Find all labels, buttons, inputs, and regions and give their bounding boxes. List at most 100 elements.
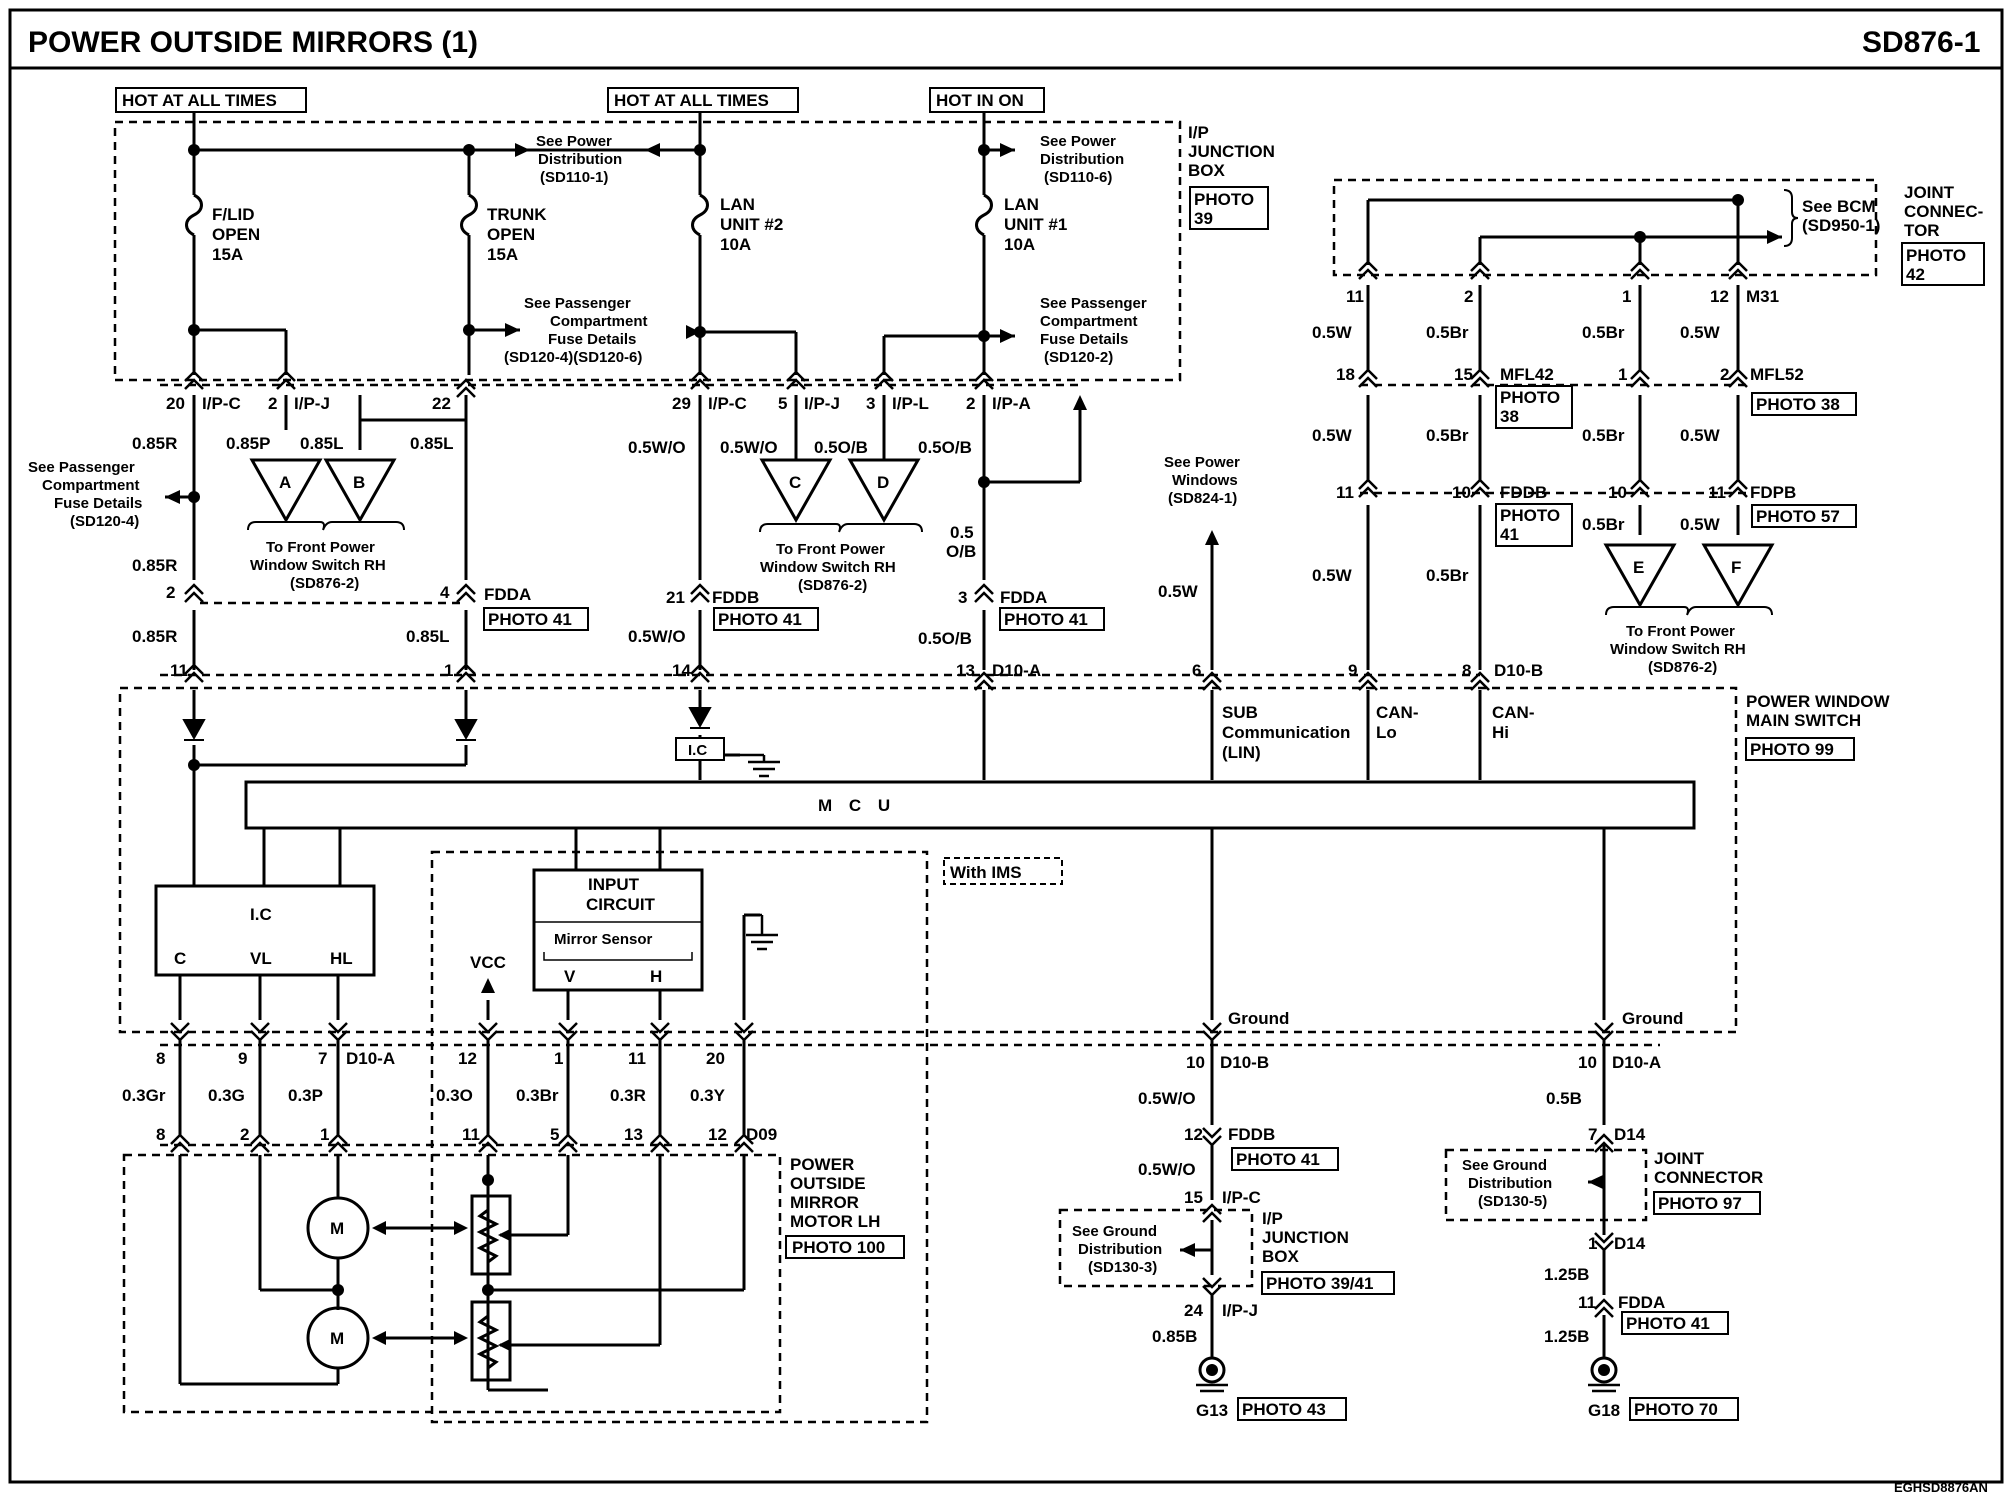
triangle-e xyxy=(1603,543,1677,609)
ref-pcf2-2: Compartment xyxy=(1040,313,1138,330)
conn-fdda2: FDDA xyxy=(1000,588,1047,607)
term-22: 22 xyxy=(432,394,451,413)
hot-in-on: HOT IN ON xyxy=(936,91,1024,110)
conn-d14b: D14 xyxy=(1614,1234,1646,1253)
jterm-12: 12 xyxy=(1710,287,1729,306)
ipjb-label-2: JUNCTION xyxy=(1188,142,1275,161)
cwire-05w-6: 0.5W xyxy=(1680,515,1721,534)
pwms-label-2: MAIN SWITCH xyxy=(1746,711,1861,730)
sensors xyxy=(470,1194,518,1382)
wires xyxy=(165,112,1782,1392)
ref-pd6-3: (SD110-6) xyxy=(1044,169,1112,186)
fuse-lan1-1: LAN xyxy=(1004,195,1039,214)
jc-top-label-1: JOINT xyxy=(1904,183,1955,202)
triangle-a xyxy=(249,458,323,524)
conn-d10a2: D10-A xyxy=(346,1049,395,1068)
fuse-trunk-1: TRUNK xyxy=(487,205,547,224)
gterm-10b: 10 xyxy=(1578,1053,1597,1072)
photo-boxes xyxy=(483,186,1985,1421)
ref-pcf46-3: Fuse Details xyxy=(548,331,636,348)
cwire-05w-3: 0.5W xyxy=(1312,426,1353,445)
term-8: 8 xyxy=(1462,661,1471,680)
ipjb-photo-1: PHOTO xyxy=(1194,190,1254,209)
linkage-arrows xyxy=(382,1226,458,1340)
ref-fpw-ab-2: Window Switch RH xyxy=(250,557,386,574)
gwire-125b-a: 1.25B xyxy=(1544,1265,1589,1284)
triangle-f xyxy=(1701,543,1775,609)
ref-gd3-1: See Ground xyxy=(1072,1223,1157,1240)
conn-ipj2: I/P-J xyxy=(804,394,840,413)
conn-d10a1: D10-A xyxy=(992,661,1041,680)
gterm-1: 1 xyxy=(1588,1234,1597,1253)
terminal-numbers: 20 2 22 29 5 3 2 2 4 21 3 11 1 14 13 6 9… xyxy=(156,287,1729,1320)
mirror-motor-3: MIRROR xyxy=(790,1193,859,1212)
mwire-03g: 0.3G xyxy=(208,1086,245,1105)
ipjb-photo-2: 39 xyxy=(1194,209,1213,228)
page-frame xyxy=(8,8,2004,1484)
ref-pcf4-4: (SD120-4) xyxy=(70,513,139,530)
small-ic-ground xyxy=(740,753,780,778)
cwire-05w-5: 0.5W xyxy=(1312,566,1353,585)
ims-ground xyxy=(744,913,778,951)
can-hi-2: Hi xyxy=(1492,723,1509,742)
wire-085r-a: 0.85R xyxy=(132,434,177,453)
term-14: 14 xyxy=(672,661,691,680)
g18-label: G18 xyxy=(1588,1401,1620,1420)
ref-fpw-cd-3: (SD876-2) xyxy=(798,577,867,594)
jc-top-photo-2: 42 xyxy=(1906,265,1925,284)
conn-d10b2: D10-B xyxy=(1220,1053,1269,1072)
ipjb-bottom-photo: PHOTO 39/41 xyxy=(1266,1274,1373,1293)
ipjb-label-1: I/P xyxy=(1188,123,1209,142)
wire-085p: 0.85P xyxy=(226,434,270,453)
cwire-05w-4: 0.5W xyxy=(1680,426,1721,445)
term-6: 6 xyxy=(1192,661,1201,680)
ref-pd6-1: See Power xyxy=(1040,133,1116,150)
mwire-03o: 0.3O xyxy=(436,1086,473,1105)
input-circuit-label-2: CIRCUIT xyxy=(586,895,656,914)
gwire-085b: 0.85B xyxy=(1152,1327,1197,1346)
fuse-flid-3: 15A xyxy=(212,245,243,264)
input-circuit-label-1: INPUT xyxy=(588,875,640,894)
conn-fdda3: FDDA xyxy=(1618,1293,1665,1312)
ip-junction-box-outline xyxy=(113,120,1182,382)
ref-pcf46-1: See Passenger xyxy=(524,295,631,312)
conn-fddb3: FDDB xyxy=(1228,1125,1275,1144)
ref-fpw-cd-2: Window Switch RH xyxy=(760,559,896,576)
ic-pin-c: C xyxy=(174,949,186,968)
mirror-motor-1: POWER xyxy=(790,1155,854,1174)
triangle-c-label: C xyxy=(789,473,801,492)
wire-085r-c: 0.85R xyxy=(132,627,177,646)
ref-pcf4-1: See Passenger xyxy=(28,459,135,476)
mterm-1: 1 xyxy=(554,1049,563,1068)
wire-085l-b: 0.85L xyxy=(410,434,453,453)
arrows xyxy=(165,143,1782,1257)
ref-pcf2-3: Fuse Details xyxy=(1040,331,1128,348)
gwire-05b: 0.5B xyxy=(1546,1089,1582,1108)
term-2c: 2 xyxy=(166,583,175,602)
photo-mfl42-1: PHOTO xyxy=(1500,388,1560,407)
rterm-18: 18 xyxy=(1336,365,1355,384)
ground-label-1: Ground xyxy=(1228,1009,1289,1028)
footer-id: EGHSD8876AN xyxy=(1894,1480,1988,1495)
rterm-1: 1 xyxy=(1618,365,1627,384)
fuse-flid xyxy=(185,193,203,237)
fuse-trunk-2: OPEN xyxy=(487,225,535,244)
rterm-10b: 10 xyxy=(1608,483,1627,502)
rterm-10a: 10 xyxy=(1452,483,1471,502)
term-4: 4 xyxy=(440,583,450,602)
term-3b: 3 xyxy=(958,588,967,607)
rterm-11b: 11 xyxy=(1708,483,1726,502)
mwire-03p: 0.3P xyxy=(288,1086,323,1105)
input-circuit-box xyxy=(532,868,704,992)
ref-fpw-ab-3: (SD876-2) xyxy=(290,575,359,592)
term-2b: 2 xyxy=(966,394,975,413)
conn-d14a: D14 xyxy=(1614,1125,1646,1144)
wire-05wo-c: 0.5W/O xyxy=(628,627,686,646)
ref-fpw-ef-2: Window Switch RH xyxy=(1610,641,1746,658)
wire-05ob-b: 0.5O/B xyxy=(918,438,972,457)
motor-lower-label: M xyxy=(330,1329,344,1348)
conn-ipj: I/P-J xyxy=(294,394,330,413)
fuses xyxy=(185,180,993,270)
ref-fpw-ef-1: To Front Power xyxy=(1626,623,1735,640)
conn-d09: D09 xyxy=(746,1125,777,1144)
